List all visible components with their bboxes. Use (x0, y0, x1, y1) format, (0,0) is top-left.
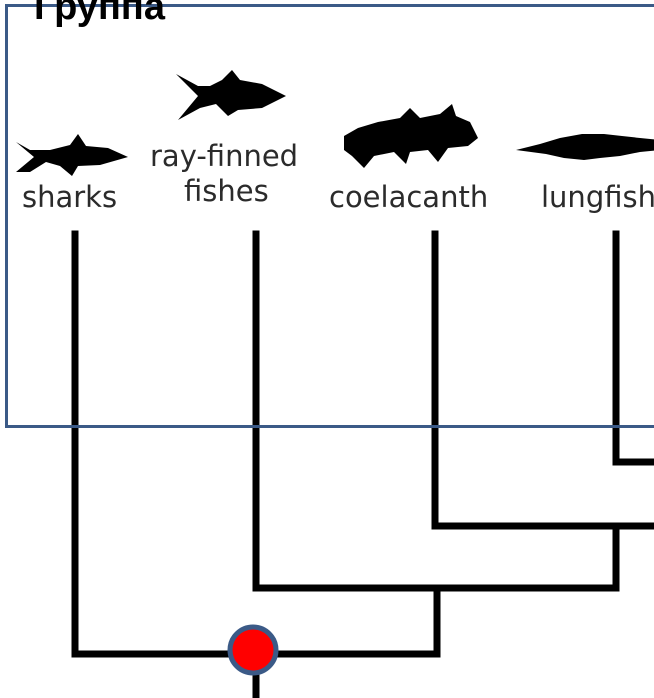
group-title: Группа (34, 0, 165, 28)
taxon-label-sharks: sharks (22, 180, 118, 214)
taxon-label-coelacanth: coelacanth (329, 180, 489, 214)
taxon-label-ray-finned-line1: ray-finned (150, 139, 299, 173)
taxon-label-ray-finned-line2: fishes (184, 174, 269, 208)
group-frame: Группа (5, 0, 654, 428)
lungfish-icon (516, 134, 654, 160)
taxon-label-lungfish: lungfish (541, 180, 654, 214)
common-ancestor-node (227, 624, 279, 676)
shark-icon (16, 134, 128, 176)
coelacanth-icon (344, 104, 478, 168)
ray-finned-fish-icon (176, 70, 286, 120)
